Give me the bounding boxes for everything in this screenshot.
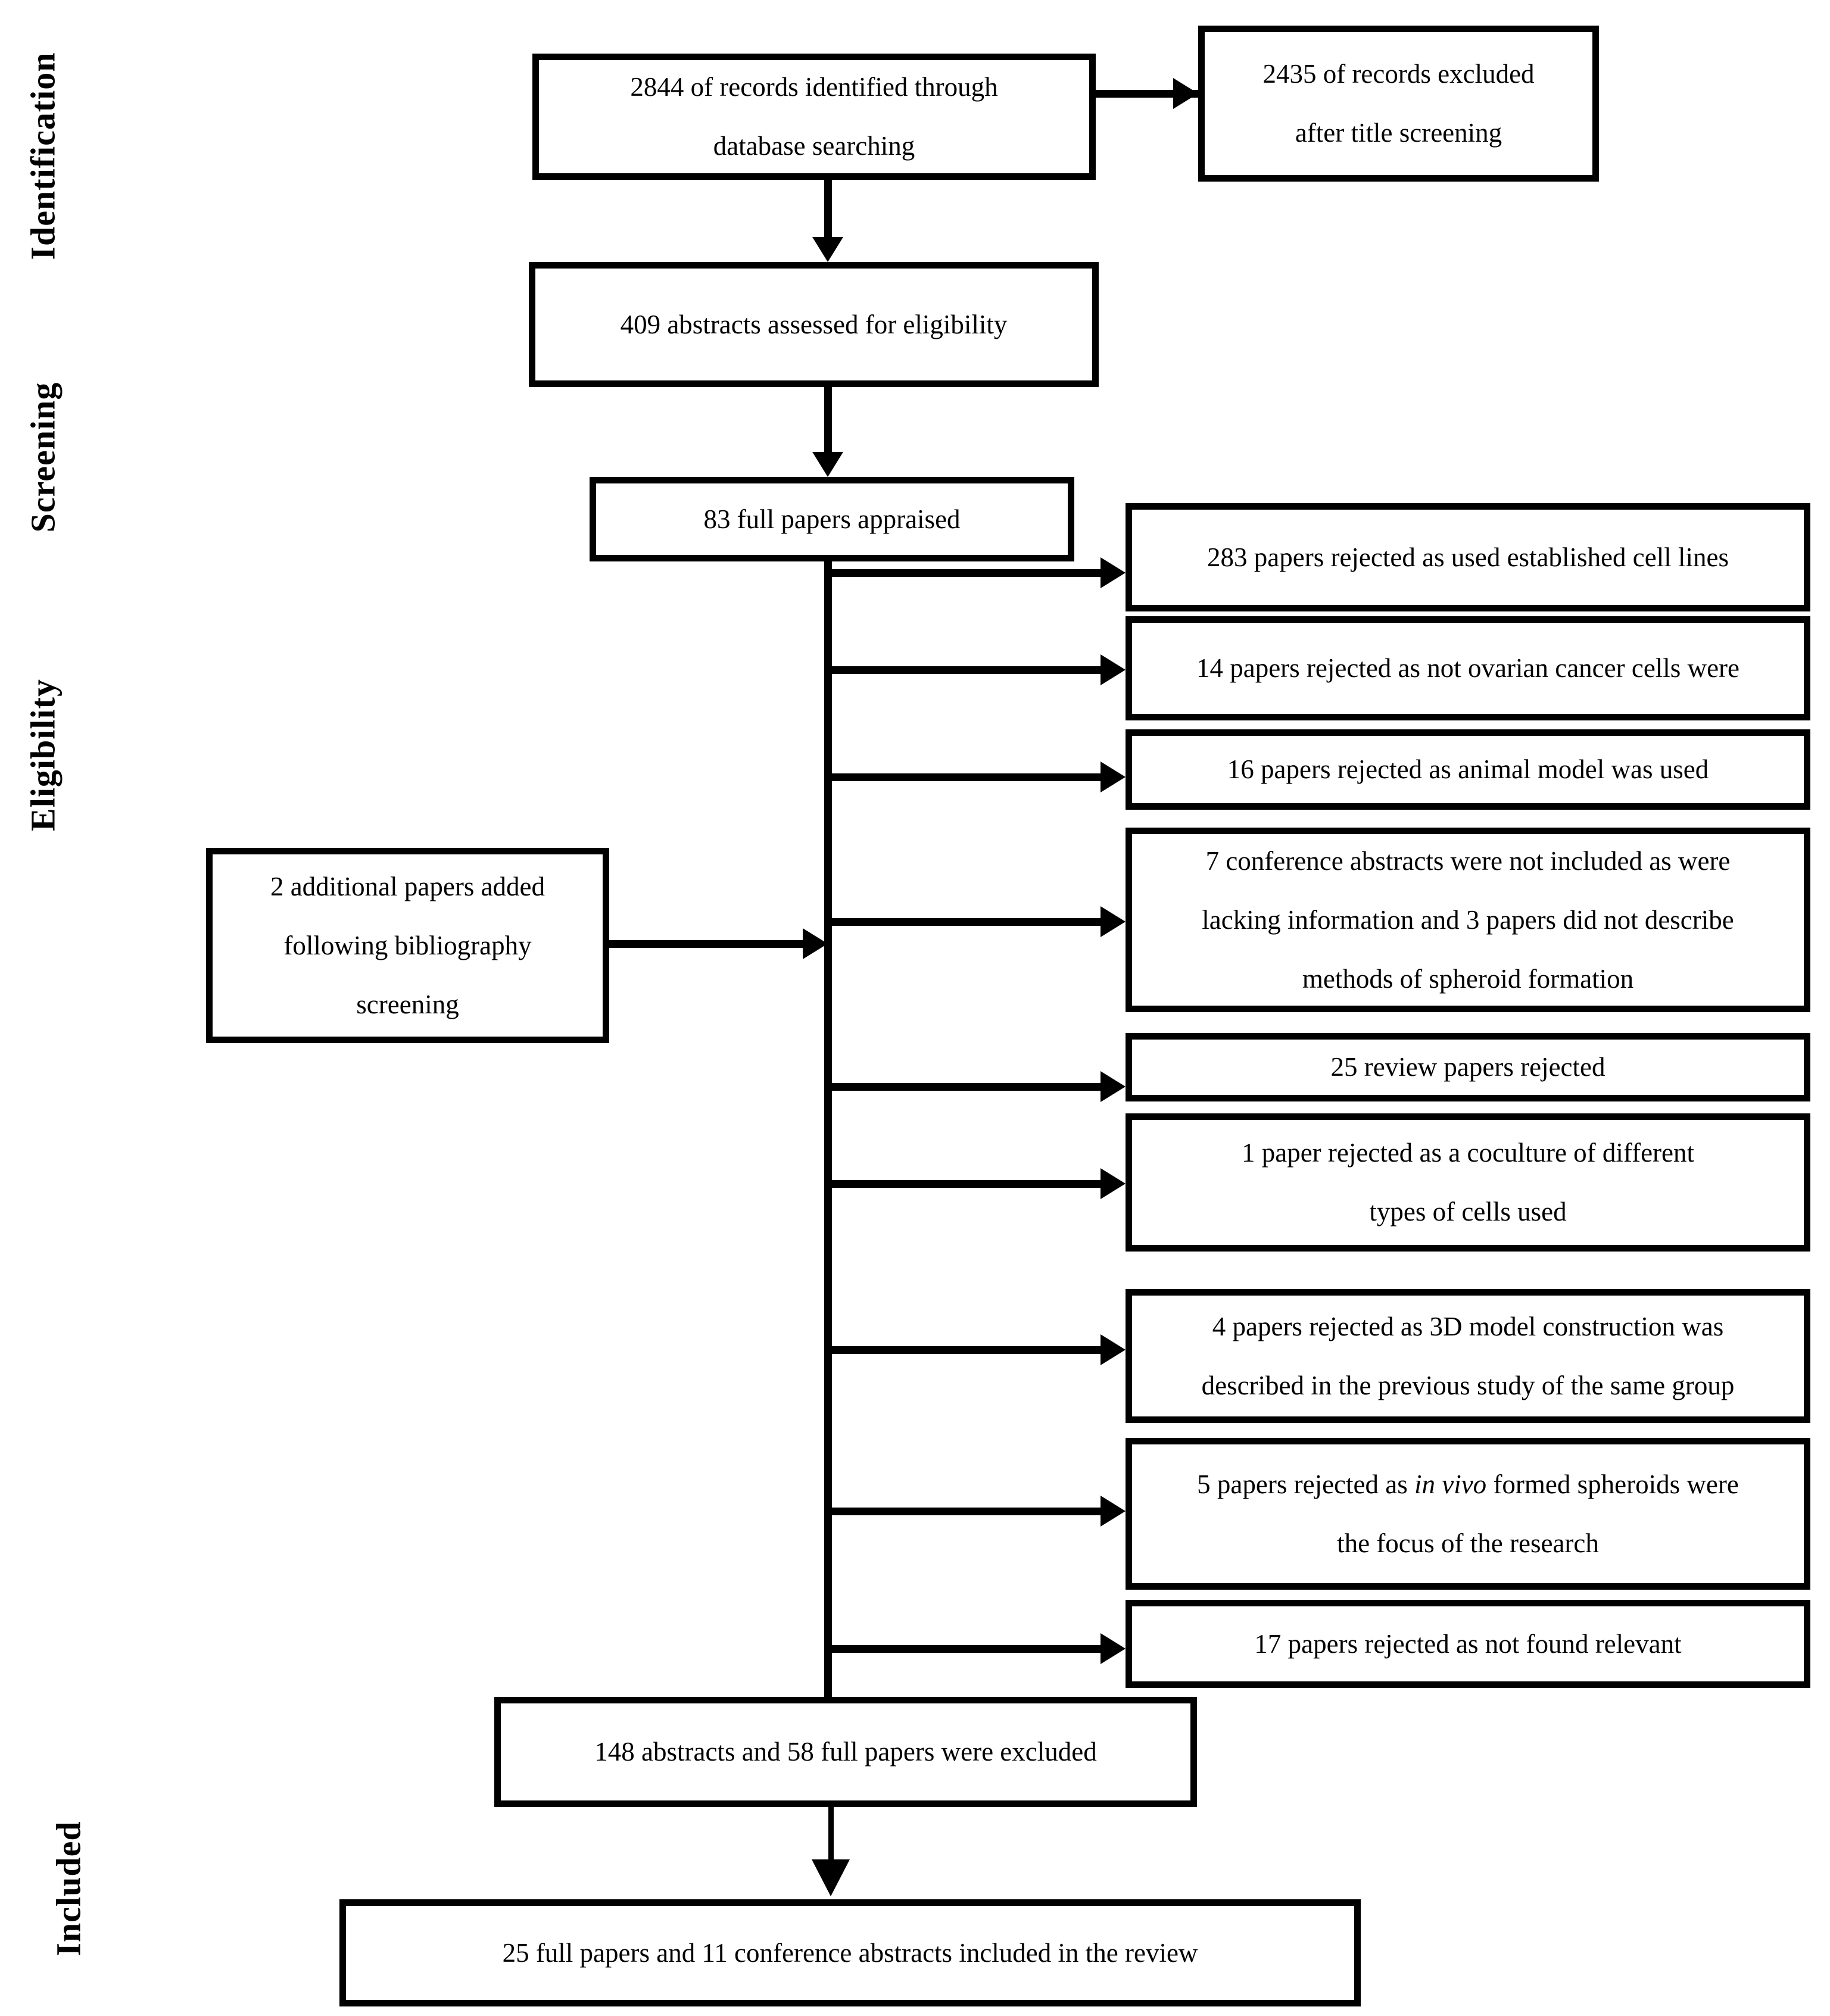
arrowhead-rejected-not-ovarian	[1101, 654, 1126, 685]
text-segment: formed spheroids were	[1486, 1469, 1739, 1499]
exclusion-box-cell-lines: 283 papers rejected as used established …	[1126, 503, 1810, 611]
arrowhead-rejected-review-papers	[1101, 1071, 1126, 1102]
flow-box-excluded-summary: 148 abstracts and 58 full papers were ex…	[494, 1697, 1197, 1807]
arrowhead-rejected-not-relevant	[1101, 1633, 1126, 1664]
exclusion-box-conference-abstracts: 7 conference abstracts were not included…	[1126, 828, 1810, 1012]
box-text: 25 review papers rejected	[1330, 1038, 1605, 1097]
arrowhead-rejected-coculture	[1101, 1168, 1126, 1199]
text-line: 83 full papers appraised	[703, 504, 961, 534]
flow-box-abstracts-assessed: 409 abstracts assessed for eligibility	[529, 262, 1099, 387]
text-line: 16 papers rejected as animal model was u…	[1227, 754, 1709, 784]
text-line: 5 papers rejected as in vivo formed sphe…	[1197, 1455, 1739, 1514]
text-line: following bibliography	[283, 930, 532, 960]
branch-rejected-not-ovarian	[828, 666, 1101, 674]
branch-rejected-3d-model	[828, 1346, 1101, 1354]
branch-rejected-coculture	[828, 1180, 1101, 1188]
branch-rejected-conference-abstracts	[828, 918, 1101, 926]
flow-box-full-papers-appraised: 83 full papers appraised	[590, 477, 1074, 561]
text-line: 409 abstracts assessed for eligibility	[620, 309, 1008, 339]
exclusion-box-3d-model: 4 papers rejected as 3D model constructi…	[1126, 1289, 1810, 1423]
text-line: 2435 of records excluded	[1262, 59, 1535, 89]
text-line: 2 additional papers added	[270, 871, 545, 901]
arrowhead-rejected-in-vivo	[1101, 1496, 1126, 1527]
text-line: described in the previous study of the s…	[1201, 1370, 1735, 1400]
branch-rejected-not-relevant	[828, 1645, 1101, 1653]
text-line: 14 papers rejected as not ovarian cancer…	[1196, 653, 1740, 683]
main-vertical-line	[824, 560, 832, 1697]
exclusion-box-in-vivo: 5 papers rejected as in vivo formed sphe…	[1126, 1438, 1810, 1590]
text-line: types of cells used	[1369, 1197, 1567, 1227]
text-line: 2844 of records identified through	[630, 72, 998, 102]
text-line: methods of spheroid formation	[1302, 963, 1634, 994]
box-text: 16 papers rejected as animal model was u…	[1227, 740, 1709, 799]
box-text: 2844 of records identified through datab…	[630, 58, 997, 176]
arrowhead-title-excluded	[1173, 78, 1198, 109]
flow-box-included-review: 25 full papers and 11 conference abstrac…	[339, 1899, 1361, 2006]
text-line: lacking information and 3 papers did not…	[1202, 904, 1734, 935]
stage-label-identification: Identification	[23, 52, 63, 260]
text-line: 25 review papers rejected	[1330, 1052, 1605, 1082]
arrowhead-appraised	[812, 452, 843, 477]
arrowhead-rejected-conference-abstracts	[1101, 906, 1126, 937]
italic-in-vivo: in vivo	[1414, 1469, 1487, 1499]
stage-label-eligibility: Eligibility	[23, 679, 63, 831]
stage-label-included: Included	[49, 1821, 88, 1956]
exclusion-box-review-papers: 25 review papers rejected	[1126, 1033, 1810, 1101]
box-text: 17 papers rejected as not found relevant	[1254, 1615, 1681, 1674]
box-text: 2 additional papers added following bibl…	[270, 857, 545, 1034]
connector-assessed-to-appraised	[824, 386, 832, 452]
box-text: 409 abstracts assessed for eligibility	[621, 295, 1008, 354]
text-line: 17 papers rejected as not found relevant	[1254, 1628, 1682, 1659]
box-text: 1 paper rejected as a coculture of diffe…	[1242, 1124, 1694, 1241]
arrowhead-additional-papers	[803, 928, 828, 959]
connector-identified-to-assessed	[824, 177, 832, 237]
box-text: 25 full papers and 11 conference abstrac…	[503, 1924, 1198, 1983]
flow-box-additional-papers: 2 additional papers added following bibl…	[206, 848, 609, 1043]
arrowhead-rejected-cell-lines	[1101, 557, 1126, 588]
box-text: 5 papers rejected as in vivo formed sphe…	[1197, 1455, 1739, 1573]
stage-label-screening: Screening	[23, 382, 63, 533]
box-text: 14 papers rejected as not ovarian cancer…	[1196, 639, 1739, 698]
exclusion-box-animal-model: 16 papers rejected as animal model was u…	[1126, 729, 1810, 810]
box-text: 148 abstracts and 58 full papers were ex…	[594, 1722, 1096, 1781]
text-line: 283 papers rejected as used established …	[1207, 542, 1729, 572]
text-segment: 5 papers rejected as	[1197, 1469, 1414, 1499]
text-line: 25 full papers and 11 conference abstrac…	[502, 1937, 1198, 1968]
box-text: 283 papers rejected as used established …	[1207, 528, 1729, 587]
exclusion-box-not-relevant: 17 papers rejected as not found relevant	[1126, 1600, 1810, 1688]
flow-box-records-excluded-title: 2435 of records excluded after title scr…	[1198, 26, 1599, 182]
text-line: 148 abstracts and 58 full papers were ex…	[594, 1737, 1097, 1767]
text-line: the focus of the research	[1337, 1528, 1599, 1558]
connector-additional-papers	[609, 940, 803, 948]
arrowhead-assessed	[812, 237, 843, 262]
flow-box-records-identified: 2844 of records identified through datab…	[532, 54, 1096, 180]
exclusion-box-coculture: 1 paper rejected as a coculture of diffe…	[1126, 1113, 1810, 1252]
box-text: 7 conference abstracts were not included…	[1202, 832, 1734, 1009]
box-text: 2435 of records excluded after title scr…	[1262, 45, 1534, 163]
text-line: 1 paper rejected as a coculture of diffe…	[1241, 1138, 1694, 1168]
text-line: 7 conference abstracts were not included…	[1205, 845, 1731, 876]
box-text: 4 papers rejected as 3D model constructi…	[1202, 1297, 1735, 1415]
exclusion-box-not-ovarian: 14 papers rejected as not ovarian cancer…	[1126, 616, 1810, 720]
text-line: screening	[356, 989, 459, 1019]
branch-rejected-cell-lines	[828, 569, 1101, 577]
arrowhead-rejected-3d-model	[1101, 1334, 1126, 1365]
text-line: after title screening	[1295, 118, 1502, 148]
text-line: 4 papers rejected as 3D model constructi…	[1212, 1311, 1724, 1341]
arrowhead-rejected-animal-model	[1101, 762, 1126, 792]
connector-excluded-to-included	[828, 1807, 834, 1861]
branch-rejected-in-vivo	[828, 1508, 1101, 1515]
branch-rejected-animal-model	[828, 773, 1101, 781]
arrowhead-included	[812, 1859, 850, 1896]
connector-identified-to-title-excluded	[1096, 90, 1198, 98]
branch-rejected-review-papers	[828, 1083, 1101, 1091]
text-line: database searching	[713, 131, 915, 161]
box-text: 83 full papers appraised	[703, 490, 960, 549]
